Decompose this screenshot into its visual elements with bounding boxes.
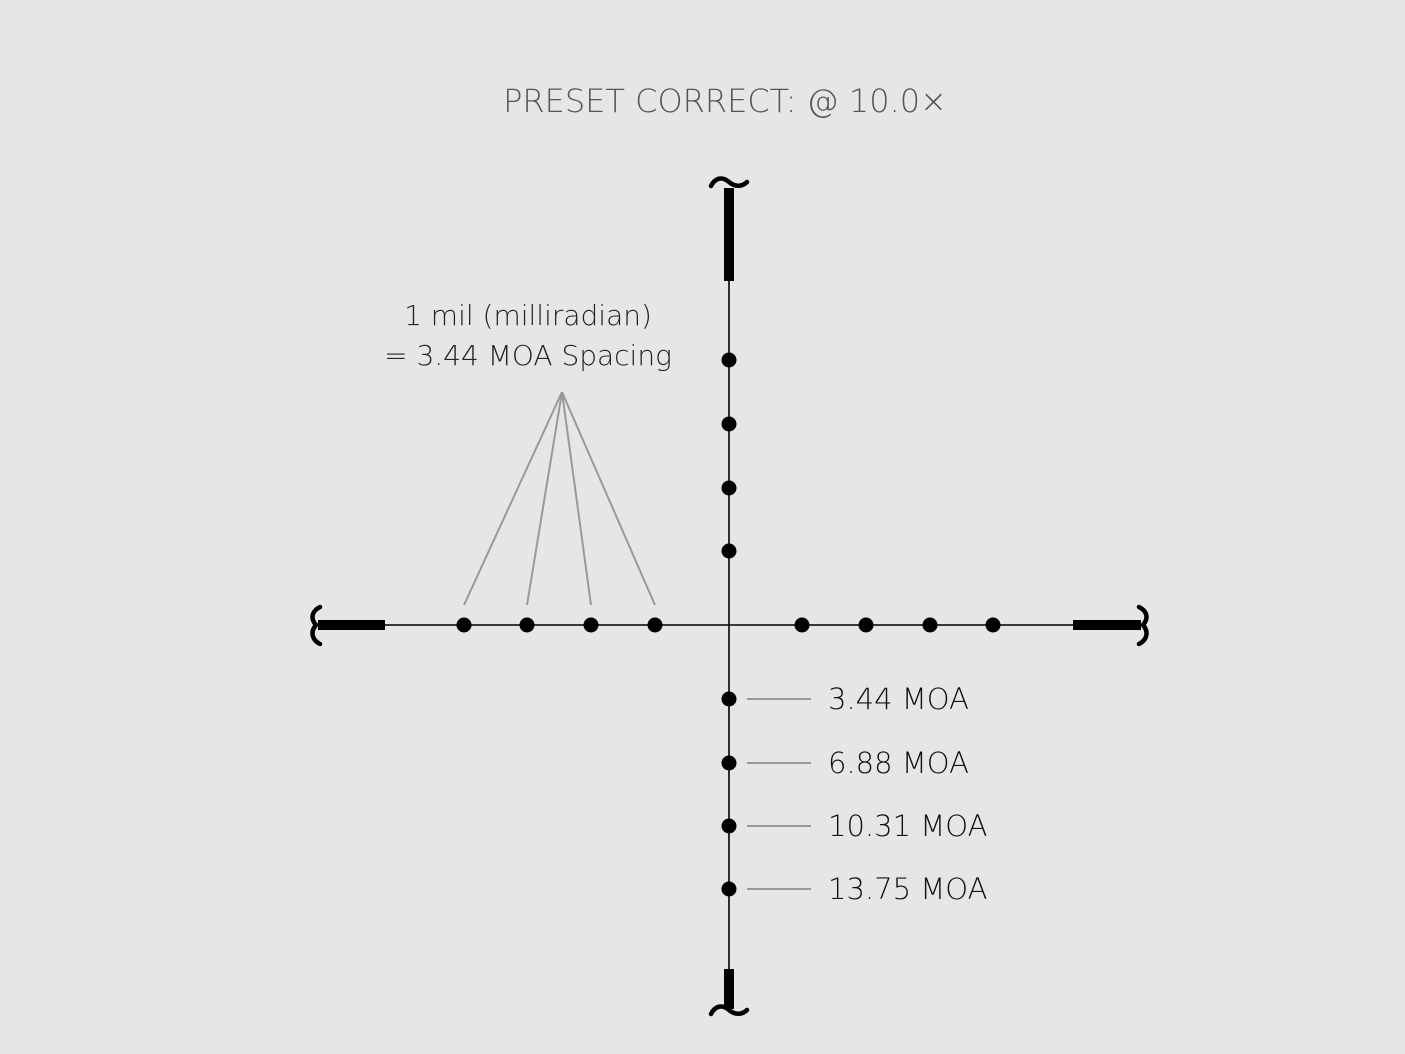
dot-bottom-2 [721,755,737,771]
dot-top-4 [721,352,737,368]
callout-leader-4 [561,391,656,606]
callout-leader-lines [463,391,656,606]
callout-line-1: 1 mil (milliradian) [404,299,652,332]
dot-left-3 [519,617,535,633]
dot-bottom-4 [721,881,737,897]
post-right [1073,620,1141,630]
callout-line-2: = 3.44 MOA Spacing [384,339,672,372]
dot-right-3 [922,617,938,633]
dot-right-4 [985,617,1001,633]
callout-leader-3 [561,391,592,606]
dot-left-2 [583,617,599,633]
dot-top-2 [721,480,737,496]
holdover-leader-lines [747,698,811,890]
dot-left-4 [456,617,472,633]
callout-leader-1 [463,391,563,606]
dot-bottom-1 [721,691,737,707]
post-cap-bottom [708,1004,750,1017]
dot-right-2 [858,617,874,633]
callout-leader-2 [526,391,563,606]
dot-top-1 [721,543,737,559]
holdover-label-3: 10.31 MOA [828,809,987,843]
dot-top-3 [721,416,737,432]
dot-left-1 [647,617,663,633]
post-left [318,620,385,630]
post-cap-top [708,176,750,189]
holdover-label-2: 6.88 MOA [828,746,969,780]
dot-right-1 [794,617,810,633]
post-bottom [724,969,734,1009]
holdover-label-4: 13.75 MOA [828,872,987,906]
post-top [724,188,734,281]
post-cap-left [310,604,323,647]
holdover-label-1: 3.44 MOA [828,682,969,716]
post-cap-right [1136,604,1149,647]
dot-bottom-3 [721,818,737,834]
page-title: PRESET CORRECT: @ 10.0× [503,82,947,120]
